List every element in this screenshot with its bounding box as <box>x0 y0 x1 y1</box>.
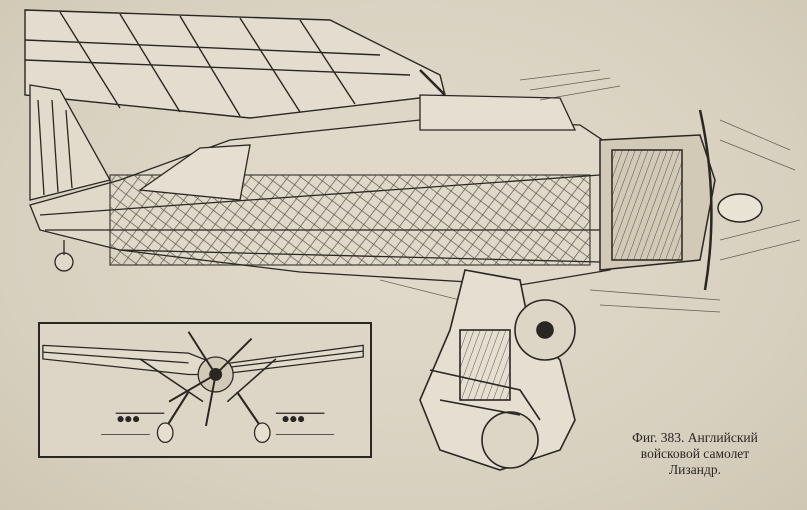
fuselage <box>29 94 611 286</box>
caption-line-1: Фиг. 383. Английский <box>632 430 758 445</box>
tail-wheel <box>54 240 74 272</box>
landing-gear-spat <box>419 269 576 471</box>
caption-line-3: Лизандр. <box>669 462 721 477</box>
caption-line-2: войсковой самолет <box>640 446 750 461</box>
shading-strokes <box>379 69 801 313</box>
inset-front-view <box>38 322 372 458</box>
engine-cowling <box>599 109 763 291</box>
upper-wing <box>24 9 446 119</box>
figure-caption: Фиг. 383. Английский войсковой самолет Л… <box>600 430 790 478</box>
aircraft-front-view-illustration <box>42 331 364 444</box>
